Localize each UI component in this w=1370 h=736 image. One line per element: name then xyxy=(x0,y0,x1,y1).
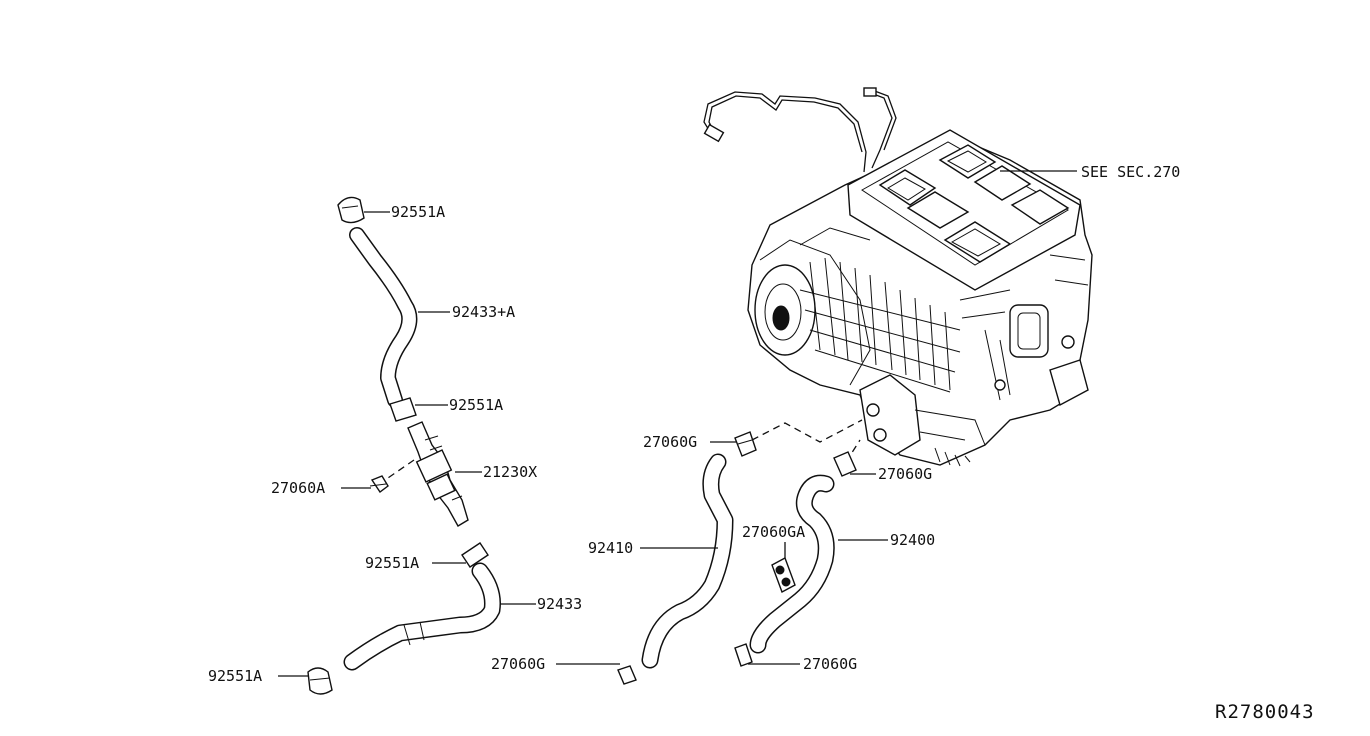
bolt-27060a xyxy=(341,475,389,494)
heater-unit-assembly xyxy=(703,87,1093,467)
clip-27060g-left-bottom xyxy=(556,663,637,685)
label-92410: 92410 xyxy=(588,539,633,557)
label-27060g-left-bottom: 27060G xyxy=(491,655,545,673)
clamp-92551a-top xyxy=(337,196,390,224)
label-92551a-mid: 92551A xyxy=(449,396,503,414)
label-92551a-top: 92551A xyxy=(391,203,445,221)
label-92551a-lower: 92551A xyxy=(365,554,419,572)
label-27060ga: 27060GA xyxy=(742,523,805,541)
clamp-92551a-mid xyxy=(389,397,448,422)
label-92400: 92400 xyxy=(890,531,935,549)
hose-92400 xyxy=(749,474,888,654)
hose-92410 xyxy=(640,453,734,669)
clamp-92551a-lower xyxy=(432,542,489,568)
label-27060g-right-top: 27060G xyxy=(878,465,932,483)
clip-27060g-right-bottom xyxy=(734,643,800,667)
label-27060a: 27060A xyxy=(271,479,325,497)
reference-code: R2780043 xyxy=(1215,701,1315,723)
label-21230x: 21230X xyxy=(483,463,537,481)
label-92551a-bottom: 92551A xyxy=(208,667,262,685)
clip-27060g-left-top xyxy=(710,431,757,457)
label-27060g-right-bottom: 27060G xyxy=(803,655,857,673)
water-valve-21230x xyxy=(384,421,482,527)
clip-27060ga xyxy=(771,542,796,593)
hose-92433 xyxy=(343,562,536,671)
label-92433a: 92433+A xyxy=(452,303,515,321)
label-27060g-left-top: 27060G xyxy=(643,433,697,451)
clip-27060g-right-top xyxy=(833,451,876,477)
label-92433: 92433 xyxy=(537,595,582,613)
clamp-92551a-bottom xyxy=(278,667,333,695)
hose-92433a xyxy=(349,227,450,408)
label-see-sec-270: SEE SEC.270 xyxy=(1081,163,1180,181)
